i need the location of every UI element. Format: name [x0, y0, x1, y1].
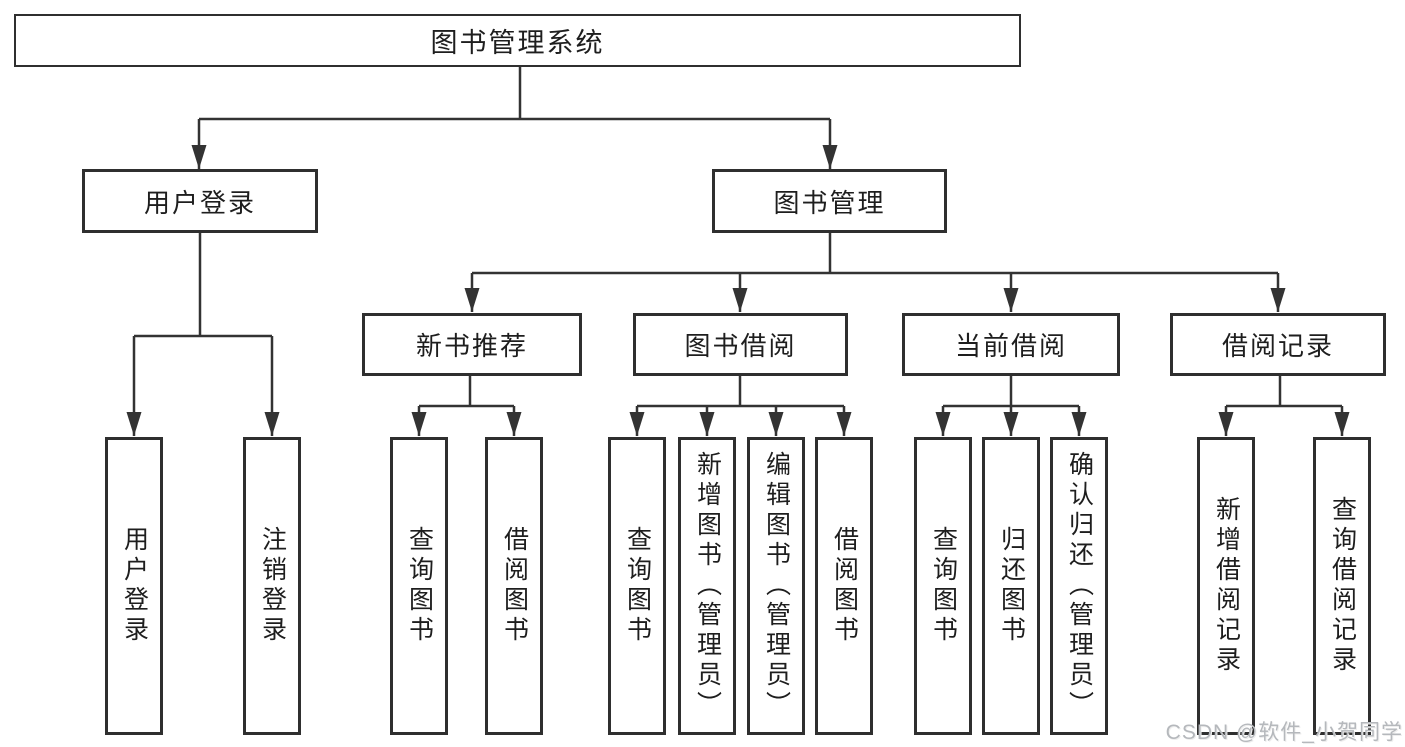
node-book-borrowing: 图书借阅	[633, 313, 848, 376]
branch-current-borrowing	[935, 376, 1087, 436]
node-user-login: 用户登录	[82, 169, 318, 233]
branch-user-login	[126, 233, 280, 436]
leaf-logout: 注销登录	[243, 437, 301, 735]
node-library-management-system: 图书管理系统	[14, 14, 1021, 67]
branch-new-book-recommend	[411, 376, 522, 436]
leaf-borrow-books: 借阅图书	[815, 437, 873, 735]
branch-book-borrowing	[629, 376, 852, 436]
leaf-add-books-admin: 新增图书（管理员）	[678, 437, 736, 735]
branch-borrowing-records	[1218, 376, 1350, 436]
node-current-borrowing: 当前借阅	[902, 313, 1120, 376]
node-borrowing-records: 借阅记录	[1170, 313, 1386, 376]
leaf-edit-books-admin: 编辑图书（管理员）	[747, 437, 805, 735]
csdn-watermark: CSDN @软件_小贺同学	[1165, 721, 1403, 744]
leaf-add-borrow-record: 新增借阅记录	[1197, 437, 1255, 735]
leaf-query-borrow-record: 查询借阅记录	[1313, 437, 1371, 735]
branch-root	[191, 67, 838, 169]
leaf-query-books-recommend: 查询图书	[390, 437, 448, 735]
leaf-user-login: 用户登录	[105, 437, 163, 735]
node-new-book-recommend: 新书推荐	[362, 313, 582, 376]
leaf-query-books-borrowing: 查询图书	[608, 437, 666, 735]
node-book-management: 图书管理	[712, 169, 947, 233]
leaf-query-books-current: 查询图书	[914, 437, 972, 735]
leaf-borrow-books-recommend: 借阅图书	[485, 437, 543, 735]
leaf-confirm-return-admin: 确认归还（管理员）	[1050, 437, 1108, 735]
branch-book-management	[464, 233, 1286, 312]
leaf-return-books: 归还图书	[982, 437, 1040, 735]
